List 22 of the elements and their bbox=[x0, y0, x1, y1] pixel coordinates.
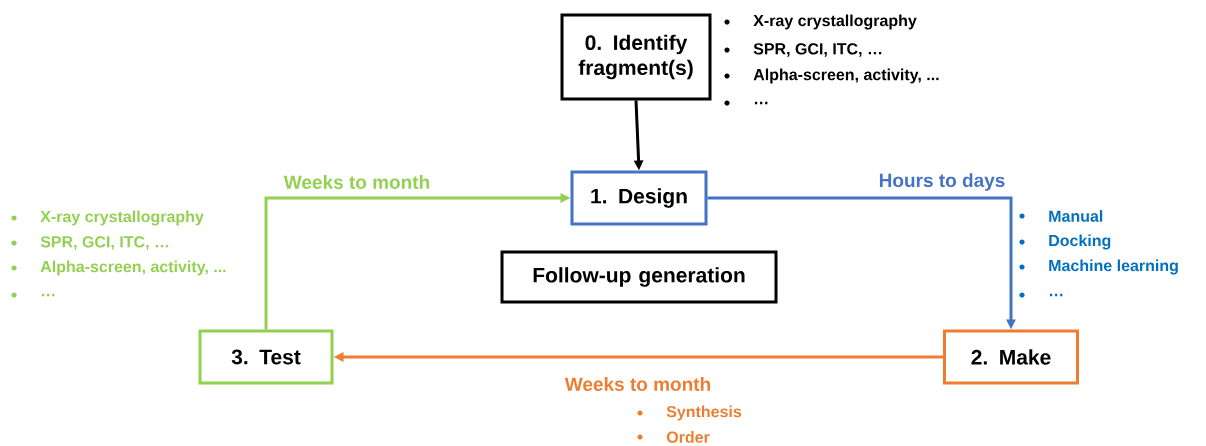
edge-label: Weeks to month bbox=[564, 377, 710, 391]
list-item: Synthesis bbox=[666, 405, 742, 421]
list-item: Order bbox=[666, 431, 710, 443]
list-item: Manual bbox=[1049, 210, 1103, 222]
list-item: … bbox=[41, 293, 55, 297]
list-item: SPR, GCI, ITC, … bbox=[753, 43, 882, 57]
list-item: Machine learning bbox=[1049, 259, 1178, 275]
list-item: Alpha-screen, activity, ... bbox=[40, 260, 226, 276]
edge-label: Weeks to month bbox=[283, 175, 429, 189]
list-item: X-ray crystallography bbox=[753, 14, 917, 30]
list-item: SPR, GCI, ITC, … bbox=[40, 236, 169, 250]
list-item: Docking bbox=[1049, 234, 1111, 250]
process-box: 1. Design bbox=[570, 170, 708, 226]
process-box: Follow-up generation bbox=[500, 250, 778, 304]
edge-label: Hours to days bbox=[879, 173, 1005, 191]
process-box: 3. Test bbox=[198, 329, 334, 385]
list-item: … bbox=[754, 101, 768, 105]
process-box: 0. Identify fragment(s) bbox=[560, 13, 712, 101]
list-item: Alpha-screen, activity, ... bbox=[753, 68, 939, 84]
list-item: … bbox=[1049, 293, 1063, 297]
list-item: X-ray crystallography bbox=[40, 210, 204, 226]
process-box: 2. Make bbox=[943, 329, 1079, 385]
